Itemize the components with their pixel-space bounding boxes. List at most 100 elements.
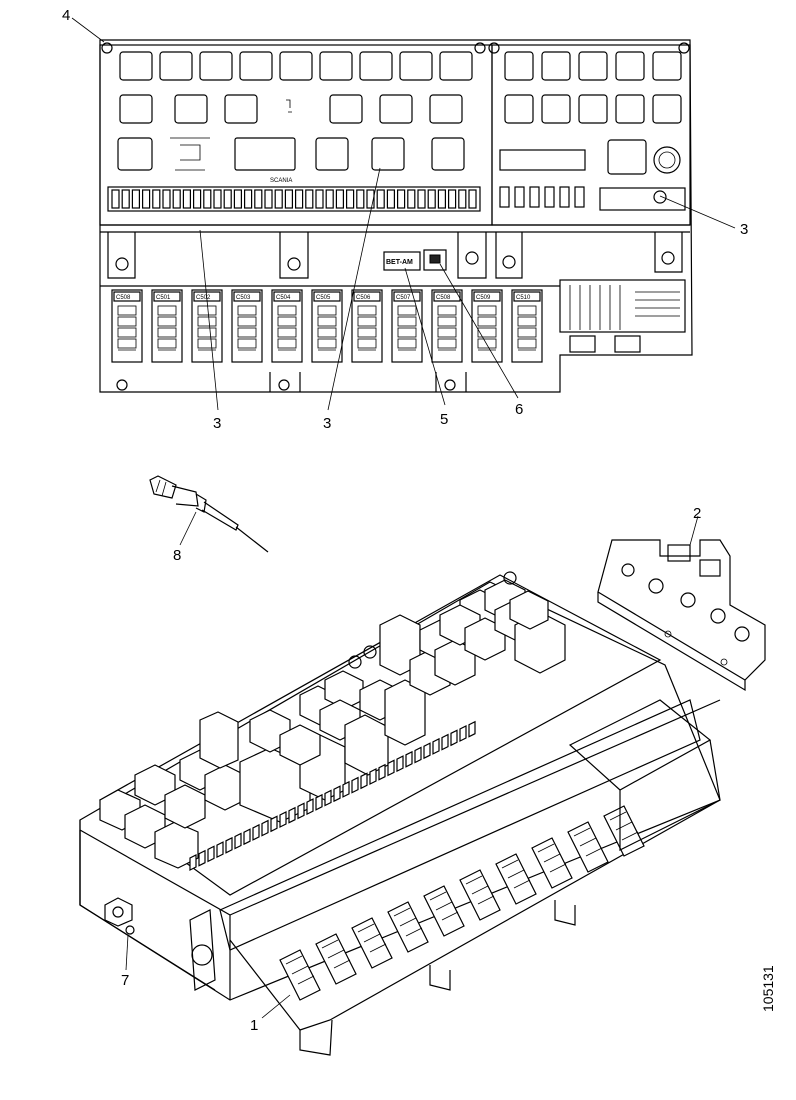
callout-3-right: 3 [740,221,748,238]
fuse-holder-label-box [433,291,461,302]
fuse-slot [237,316,257,327]
mini-fuse [356,189,365,209]
document-number: 105131 [760,965,776,1012]
fuse-slot [317,316,337,327]
iso-fuse-strip [189,720,476,871]
mini-fuse [223,189,232,209]
fuse-slot [397,305,417,316]
fuse-holder-label-box [393,291,421,302]
mini-fuse [386,189,395,209]
iso-mini-fuse [387,759,395,777]
fuse-slot [397,316,417,327]
iso-fuse-holder [423,885,465,937]
fuse-holder-label-box [153,291,181,302]
fuse-slot [277,327,297,338]
iso-mini-fuse [297,802,305,820]
mini-fuse [193,189,202,209]
mini-fuse [162,189,171,209]
iso-mini-fuse [450,729,458,747]
iso-fuse-holder [351,917,393,969]
terminal-block [559,279,686,353]
fuse-holder [431,289,463,363]
mini-fuse [264,189,273,209]
iso-fuse-slot [393,907,423,937]
iso-fuse-holders [279,805,645,1001]
iso-mini-fuse [288,806,296,824]
mini-fuse [458,189,467,209]
fuse-slot [237,327,257,338]
iso-mini-fuse [306,798,314,816]
iso-mini-fuse [405,750,413,768]
mini-fuse [468,189,477,209]
iso-mini-fuse [189,854,197,871]
fuse-slot [237,305,257,316]
fuse-slot [157,316,177,327]
iso-fuse-holder [495,853,537,905]
fuse-slot [277,316,297,327]
iso-mini-fuse [351,776,359,794]
fuse-slot [477,305,497,316]
iso-fuse-slot [501,859,531,889]
fuse-holder [351,289,383,363]
mini-fuse [131,189,140,209]
iso-mini-fuse [252,823,260,841]
iso-mini-fuse [441,733,449,751]
fuse-slot [477,327,497,338]
iso-mini-fuse [378,763,386,781]
mini-fuse [244,189,253,209]
mini-fuse [213,189,222,209]
fuse-holder-label-box [513,291,541,302]
fuse-holder [311,289,343,363]
iso-fuse-slot [465,875,495,905]
fuse-holder [511,289,543,363]
fuse-slot [397,327,417,338]
fuse-strip-left [107,186,481,212]
mini-fuse [346,189,355,209]
fuse-slot [477,316,497,327]
callout-1: 1 [250,1017,258,1034]
screw [678,42,690,54]
mini-fuse [295,189,304,209]
iso-mini-fuse [396,755,404,773]
fuse-holder-label: C510 [516,295,531,301]
mini-fuse [397,189,406,209]
fuse-slot [317,327,337,338]
fuse-slot [517,338,537,349]
mini-fuse [448,189,457,209]
callout-5: 5 [440,411,448,428]
fuse-slot [517,305,537,316]
isometric-central-unit [79,571,721,1056]
housing-outline [99,39,693,393]
screw [474,42,486,54]
iso-mini-fuse [342,780,350,798]
iso-fuse-slot [609,811,639,841]
fuse-slot [117,338,137,349]
mini-fuse [376,189,385,209]
fuse-slot [197,338,217,349]
iso-relays [99,571,566,869]
iso-fuse-holder [279,949,321,1001]
iso-mini-fuse [459,725,467,742]
fuse-holder-label: C502 [196,295,211,301]
fuse-slot [197,327,217,338]
fuse-slot [277,305,297,316]
fuse-slot [357,338,377,349]
mini-fuse [121,189,130,209]
iso-mini-fuse [468,720,476,738]
fuse-slot [317,338,337,349]
mini-fuse [437,189,446,209]
mini-fuse [305,189,314,209]
iso-fuse-holder [387,901,429,953]
fuse-slot [517,316,537,327]
mini-fuse [182,189,191,209]
mounting-tabs [107,232,683,279]
fuse-holder-label-box [313,291,341,302]
iso-fuse-slot [537,843,567,873]
fuse-slot [437,316,457,327]
central-unit-top-view: SCANIA [99,39,693,393]
fuse-slot [157,327,177,338]
mini-fuse [427,189,436,209]
fuse-holder-label: C508 [436,295,451,301]
round-connector [653,146,681,174]
